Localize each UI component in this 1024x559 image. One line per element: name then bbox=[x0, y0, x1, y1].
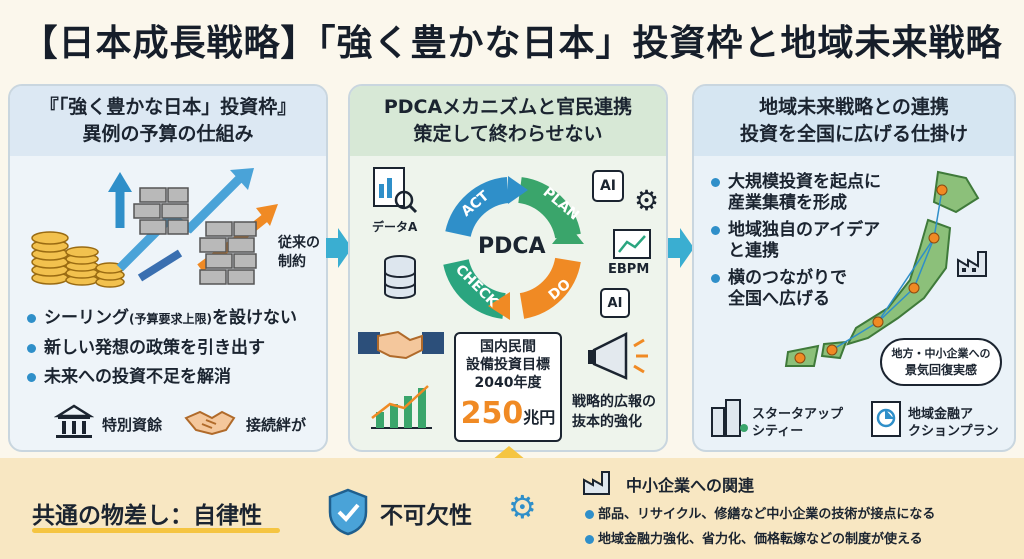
panel-pdca: PDCAメカニズムと官民連携 策定して終わらせない PDCA ACT PLAN … bbox=[348, 84, 668, 452]
panel3-bullet-nationwide: 横のつながりで全国へ広げる bbox=[708, 268, 881, 310]
panel2-heading-line2: 策定して終わらせない bbox=[413, 123, 603, 145]
page-title: 【日本成長戦略】「強く豊かな日本」投資枠と地域未来戦略 bbox=[21, 23, 1003, 64]
investment-target-box: 国内民間 設備投資目標 2040年度 250兆円 bbox=[454, 332, 562, 442]
flow-arrow-icon bbox=[326, 228, 352, 268]
business-handshake-icon bbox=[358, 330, 444, 360]
bubble-line1: 地方・中小企業への bbox=[891, 347, 991, 360]
panel3-heading: 地域未来戦略との連携 投資を全国に広げる仕掛け bbox=[694, 86, 1014, 156]
sme-factory-icon bbox=[583, 471, 610, 495]
target-value: 250兆円 bbox=[460, 396, 556, 431]
target-line2: 設備投資目標 bbox=[466, 357, 550, 373]
finance-line1: 地域金融ア bbox=[908, 407, 974, 422]
panel3-bullet-industry-cluster: 大規模投資を起点に産業集積を形成 bbox=[708, 172, 881, 214]
sme-bullet-list: 部品、リサイクル、修繕など中小企業の技術が接点になる 地域金融力強化、省力化、価… bbox=[582, 504, 935, 558]
ebpm-chart-icon bbox=[613, 229, 651, 259]
broken-wall-icon bbox=[133, 187, 257, 285]
finance-plan-document-icon bbox=[871, 401, 901, 437]
data-document-icon bbox=[373, 167, 418, 214]
sme-bullet-technology: 部品、リサイクル、修繕など中小企業の技術が接点になる bbox=[582, 504, 935, 525]
wall-label-line1: 従来の bbox=[278, 235, 320, 251]
data-label: データA bbox=[372, 220, 418, 234]
panel1-bullet-ceiling: シーリング(予算要求上限)を設けない bbox=[24, 308, 297, 330]
sme-bullet-systems: 地域金融力強化、省力化、価格転嫁などの制度が使える bbox=[582, 529, 935, 550]
panel1-heading: 『「強く豊かな日本」投資枠』 異例の予算の仕組み bbox=[10, 86, 326, 156]
pr-line2: 抜本的強化 bbox=[572, 414, 642, 430]
panel2-heading-line1: PDCAメカニズムと官民連携 bbox=[383, 96, 633, 118]
target-line1: 国内民間 bbox=[480, 339, 536, 355]
special-funds-label: 特別資餘 bbox=[102, 416, 163, 434]
flow-arrow-icon-2 bbox=[668, 228, 694, 268]
megaphone-icon bbox=[588, 331, 648, 380]
wall-label-line2: 制約 bbox=[278, 254, 306, 270]
up-arrow-icon bbox=[492, 446, 526, 468]
highlight-underline bbox=[32, 528, 280, 533]
ai-chip-icon-2: AI bbox=[600, 288, 630, 318]
gear-icon: ⚙ bbox=[634, 184, 660, 217]
startup-line1: スタータアップ bbox=[752, 407, 844, 422]
panel-regional-strategy: 地域未来戦略との連携 投資を全国に広げる仕掛け 大規模投資を起点に産業集積を形成 bbox=[692, 84, 1016, 452]
coins-arrows-wall-illustration bbox=[31, 168, 278, 288]
pr-line1: 戦略的広報の bbox=[572, 394, 656, 410]
footer-common-measure: 共通の物差し：自律性 不可欠性 ⚙ 中小企業への関連 部品、リサイクル、修繕など… bbox=[0, 458, 1024, 559]
growth-bar-chart-icon bbox=[371, 385, 432, 429]
coin-stack-icon bbox=[31, 231, 125, 288]
handshake-icon bbox=[184, 410, 236, 436]
pdca-center-label: PDCA bbox=[478, 234, 546, 259]
panel3-bullet-regional-ideas: 地域独自のアイデアと連携 bbox=[708, 220, 881, 262]
ai-chip-icon: AI bbox=[592, 170, 624, 202]
gears-icon: ⚙ bbox=[508, 488, 537, 526]
city-buildings-icon bbox=[711, 399, 748, 437]
panel1-bullet-investment-gap: 未来への投資不足を解消 bbox=[24, 367, 297, 388]
database-icon bbox=[384, 255, 416, 299]
panel2-heading: PDCAメカニズムと官民連携 策定して終わらせない bbox=[350, 86, 666, 156]
recovery-speech-bubble: 地方・中小企業への 景気回復実感 bbox=[880, 338, 1002, 386]
sme-heading: 中小企業への関連 bbox=[626, 476, 755, 495]
target-line3: 2040年度 bbox=[474, 375, 542, 391]
panel1-bullet-list: シーリング(予算要求上限)を設けない 新しい発想の政策を引き出す 未来への投資不… bbox=[24, 308, 297, 396]
panel-budget-mechanism: 『「強く豊かな日本」投資枠』 異例の予算の仕組み bbox=[8, 84, 328, 452]
common-measure-label: 共通の物差し：自律性 bbox=[32, 503, 262, 529]
shield-check-icon bbox=[328, 488, 368, 536]
panel1-heading-line1: 『「強く豊かな日本」投資枠』 bbox=[39, 96, 297, 118]
ebpm-label: EBPM bbox=[608, 262, 650, 277]
panel3-heading-line2: 投資を全国に広げる仕掛け bbox=[739, 123, 968, 145]
panel1-heading-line2: 異例の予算の仕組み bbox=[82, 123, 254, 145]
connection-label: 接続絆が bbox=[246, 416, 307, 434]
panel3-heading-line1: 地域未来戦略との連携 bbox=[759, 96, 949, 118]
panel1-bullet-new-ideas: 新しい発想の政策を引き出す bbox=[24, 338, 297, 359]
panel3-bullet-list: 大規模投資を起点に産業集積を形成 地域独自のアイデアと連携 横のつながりで全国へ… bbox=[708, 172, 881, 318]
japan-map-icon bbox=[784, 170, 980, 367]
bank-building-icon bbox=[54, 404, 94, 438]
factory-icon bbox=[957, 251, 987, 277]
startup-line2: シティー bbox=[752, 424, 804, 439]
indispensable-label: 不可欠性 bbox=[380, 503, 472, 529]
finance-line2: クションプラン bbox=[908, 424, 999, 439]
bubble-line2: 景気回復実感 bbox=[904, 363, 977, 377]
pdca-cycle-diagram bbox=[443, 176, 584, 320]
